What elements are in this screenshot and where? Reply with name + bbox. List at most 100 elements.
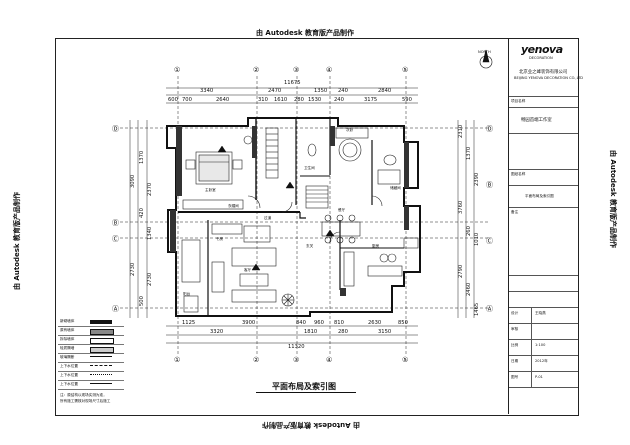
dim-bottom: 1810 [304, 329, 318, 335]
dim-top: 1350 [314, 88, 328, 94]
title-underline [256, 392, 356, 393]
axis-bubble: ⑤ [402, 356, 409, 364]
drawing-name-label: 图纸名称 [511, 172, 526, 176]
dim-bottom: 3320 [210, 329, 224, 335]
axis-bubble: Ⓑ [486, 181, 493, 189]
dim-right: 2460 [466, 282, 472, 296]
north-arrow-graphic [479, 49, 493, 69]
room-label: 书房 [216, 237, 224, 241]
legend-swatch [90, 329, 114, 335]
legend-label: 上下水位置 [60, 373, 78, 377]
axis-bubble: ⑤ [402, 66, 409, 74]
axis-bubble: Ⓒ [486, 237, 493, 245]
axis-bubble: Ⓓ [112, 125, 119, 133]
banner-top: 由 Autodesk 教育版产品制作 [256, 29, 355, 37]
room-label: 主卧室 [205, 188, 216, 192]
axis-bubble: Ⓐ [486, 305, 493, 313]
legend-label: 玻璃隔断 [60, 355, 75, 359]
axis-bubble: Ⓒ [112, 235, 119, 243]
dim-bottom: 1125 [182, 320, 196, 326]
room-label: 阳台 [183, 292, 191, 296]
dim-top: 1530 [308, 97, 322, 103]
dim-left: 420 [139, 208, 145, 218]
dim-top: 590 [402, 97, 412, 103]
dim-overall-bottom: 11320 [288, 344, 305, 350]
axis-bubble: ② [253, 66, 260, 74]
room-label: 过道 [264, 216, 272, 220]
dim-top: 240 [334, 97, 344, 103]
room-label: 卫生间 [304, 166, 315, 170]
dim-bottom: 850 [398, 320, 408, 326]
dim-bottom: 840 [296, 320, 306, 326]
dim-left: 2730 [130, 262, 136, 276]
notes-label: 备注 [511, 210, 519, 214]
designer-label: 设计 [511, 311, 519, 315]
sheet-value: P-01 [535, 375, 543, 379]
dim-bottom: 810 [334, 320, 344, 326]
dim-left: 2370 [147, 182, 153, 196]
dim-top: 600 [168, 97, 178, 103]
dim-right: 1370 [466, 146, 472, 160]
scale-label: 比例 [511, 343, 519, 347]
legend-label: 轻质隔墙 [60, 346, 75, 350]
legend-swatch [90, 338, 114, 344]
checker-label: 审核 [511, 327, 519, 331]
brand-logo: yenova [521, 43, 563, 56]
title-block: yenova DECORATION 北京业之峰装饰有限公司 BEIJING YE… [508, 39, 583, 414]
room-label: 次卧 [346, 128, 354, 132]
sheet-label: 图号 [511, 375, 519, 379]
legend-row: 原有墙体 [58, 327, 124, 336]
dim-top: 700 [182, 97, 192, 103]
dim-left: 1370 [139, 150, 145, 164]
axis-bubble: ③ [293, 66, 300, 74]
dim-top: 3340 [200, 88, 214, 94]
room-label: 餐厅 [338, 208, 346, 212]
dim-top: 2840 [378, 88, 392, 94]
legend-swatch [90, 347, 114, 353]
legend-swatch [90, 383, 112, 388]
dim-left: 500 [139, 296, 145, 306]
drawing-title: 平面布局及索引图 [272, 382, 336, 391]
room-label: 厨房 [372, 244, 380, 248]
drawing-name: 平面布局及索引图 [525, 194, 554, 198]
dim-bottom: 2630 [368, 320, 382, 326]
dim-right: 1010 [474, 232, 480, 246]
axis-bubble: ① [174, 66, 181, 74]
legend-row: 轻质隔墙 [58, 345, 124, 354]
dim-top: 310 [258, 97, 268, 103]
dim-left: 1340 [147, 226, 153, 240]
axis-grid [120, 76, 490, 356]
dim-bottom: 960 [314, 320, 324, 326]
dim-right: 2790 [458, 264, 464, 278]
legend-row: 上下水位置 [58, 372, 124, 381]
project-label: 项目名称 [511, 99, 526, 103]
dim-top: 240 [338, 88, 348, 94]
legend-label: 拆除墙体 [60, 337, 75, 341]
date-label: 日期 [511, 359, 519, 363]
legend-label: 原有墙体 [60, 328, 75, 332]
north-label: NORTH [478, 50, 491, 54]
legend-note: 注：原结构以现场实测为准， [60, 393, 107, 397]
axis-bubble: ④ [326, 356, 333, 364]
legend-swatch [90, 320, 112, 324]
drawing-frame [55, 38, 579, 416]
dim-top: 2470 [268, 88, 282, 94]
axis-bubble: ③ [293, 356, 300, 364]
legend-label: 上下水位置 [60, 382, 78, 386]
date-value: 2012年 [535, 359, 548, 363]
axis-bubble: ④ [326, 66, 333, 74]
legend-row: 拆除墙体 [58, 336, 124, 345]
legend-row: 玻璃隔断 [58, 354, 124, 363]
axis-bubble: ② [253, 356, 260, 364]
dim-top: 3175 [364, 97, 378, 103]
legend-swatch [90, 365, 112, 370]
legend-swatch [90, 356, 112, 361]
dim-bottom: 3900 [242, 320, 256, 326]
dim-right: 3760 [458, 200, 464, 214]
dim-top: 2640 [216, 97, 230, 103]
designer-name: 王晓燕 [535, 311, 546, 315]
room-label: 客厅 [244, 268, 252, 272]
room-label: 衣帽间 [228, 204, 239, 208]
axis-bubble: Ⓑ [112, 219, 119, 227]
